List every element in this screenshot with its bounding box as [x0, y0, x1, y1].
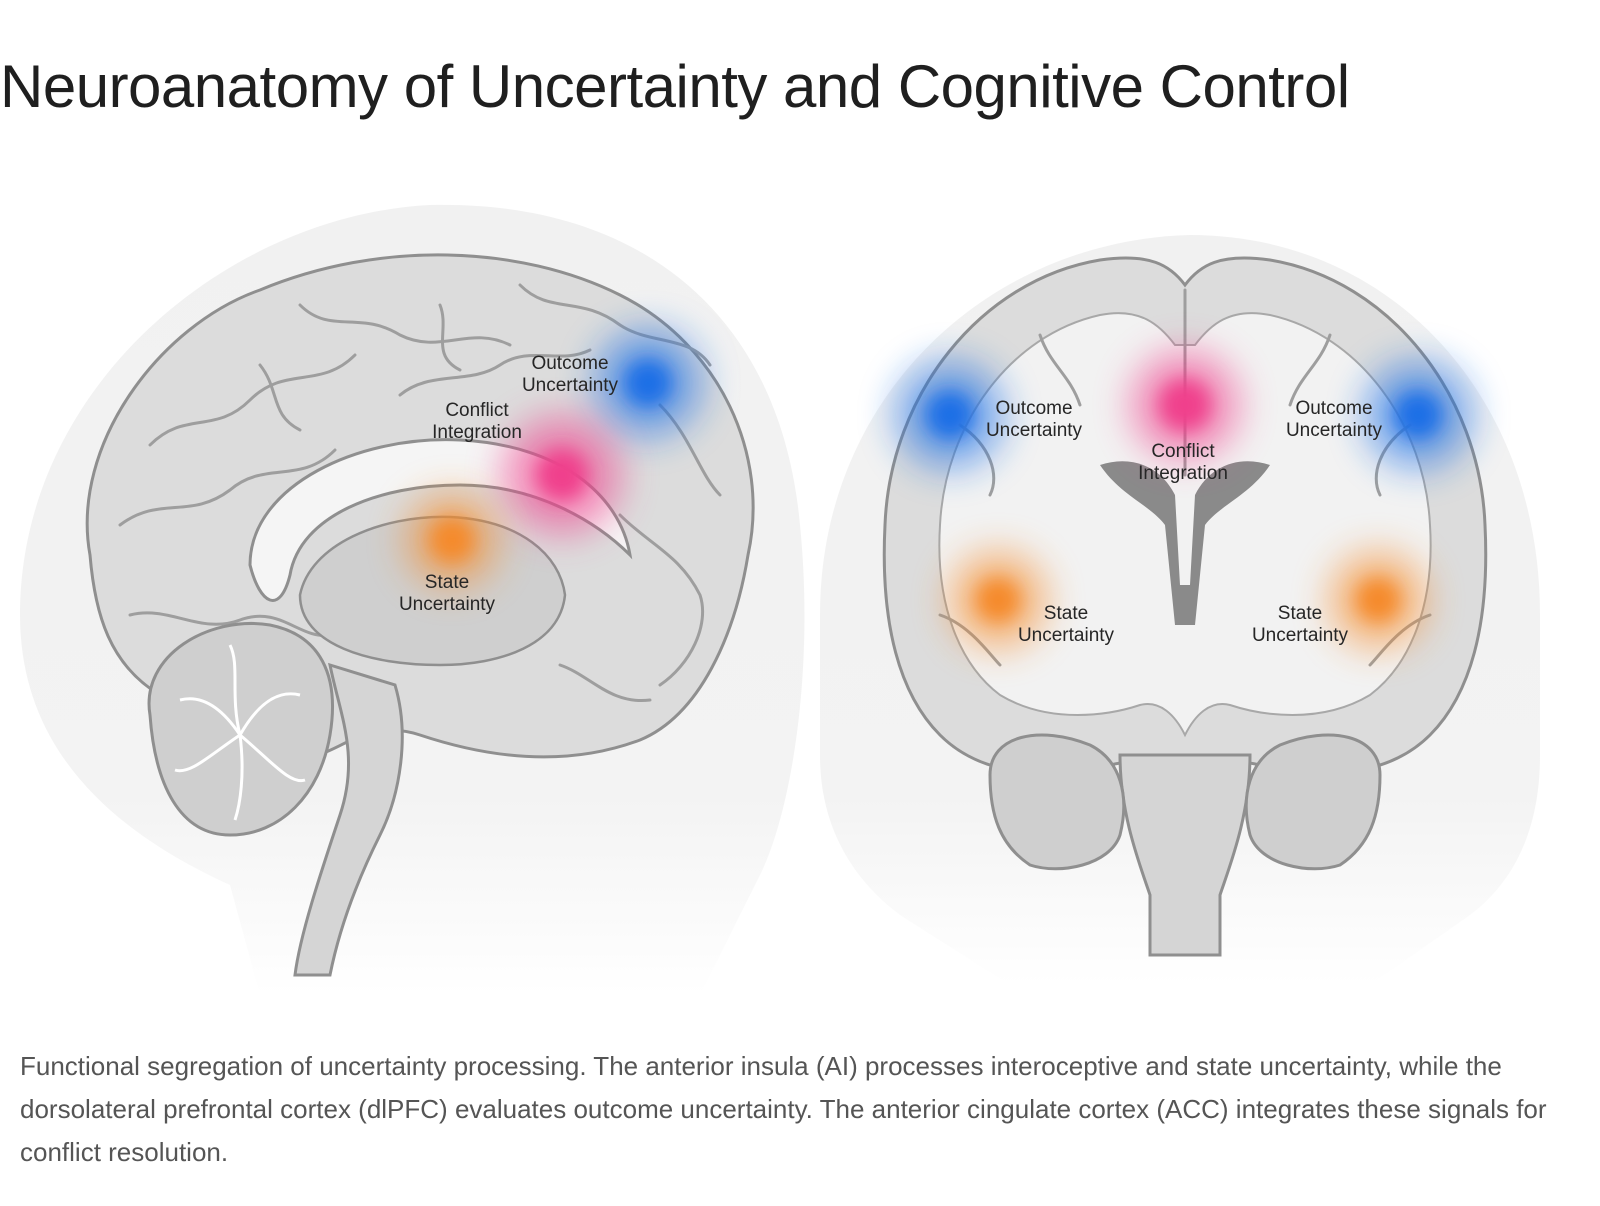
white-matter [938, 312, 1432, 738]
sagittal-conflict-label: Conflict Integration [432, 400, 522, 444]
sagittal-glows [404, 328, 703, 588]
arbor-vitae [174, 644, 306, 821]
label-line: Conflict [1151, 441, 1215, 462]
coronal-outcome-right-label: Outcome Uncertainty [1286, 398, 1382, 442]
page-title: Neuroanatomy of Uncertainty and Cognitiv… [0, 53, 1350, 120]
coronal-state-right-label: State Uncertainty [1252, 603, 1348, 647]
label-line: Uncertainty [521, 375, 619, 396]
cerebellum [147, 622, 334, 837]
label-line: Uncertainty [1251, 625, 1349, 646]
coronal-state-left-label: State Uncertainty [1018, 603, 1114, 647]
brain-illustration [20, 204, 1540, 996]
coronal-outcome-left-label: Outcome Uncertainty [986, 398, 1082, 442]
label-line: Outcome [1295, 398, 1373, 419]
brain-figure: Outcome Uncertainty Conflict Integration… [0, 195, 1600, 1025]
lateral-ventricles [1100, 461, 1270, 625]
label-line: State [424, 572, 470, 593]
label-line: Uncertainty [1285, 420, 1383, 441]
label-line: State [1043, 603, 1089, 624]
label-line: Integration [1138, 463, 1228, 484]
coronal-glows [895, 350, 1473, 650]
label-line: Uncertainty [398, 594, 496, 615]
sagittal-state-label: State Uncertainty [399, 572, 495, 616]
cerebellum-left [988, 733, 1126, 871]
label-line: Uncertainty [985, 420, 1083, 441]
label-line: Integration [432, 422, 522, 443]
label-line: Conflict [445, 400, 509, 421]
coronal-view [820, 235, 1540, 985]
sagittal-view [20, 204, 805, 996]
brainstem-sagittal [293, 662, 404, 977]
coronal-conflict-label: Conflict Integration [1138, 441, 1228, 485]
sagittal-outcome-label: Outcome Uncertainty [522, 353, 618, 397]
label-line: Outcome [531, 353, 609, 374]
cerebellum-right [1244, 733, 1382, 871]
label-line: Uncertainty [1017, 625, 1115, 646]
label-line: Outcome [995, 398, 1073, 419]
figure-caption: Functional segregation of uncertainty pr… [20, 1051, 1547, 1167]
thalamus [298, 515, 567, 667]
label-line: State [1277, 603, 1323, 624]
